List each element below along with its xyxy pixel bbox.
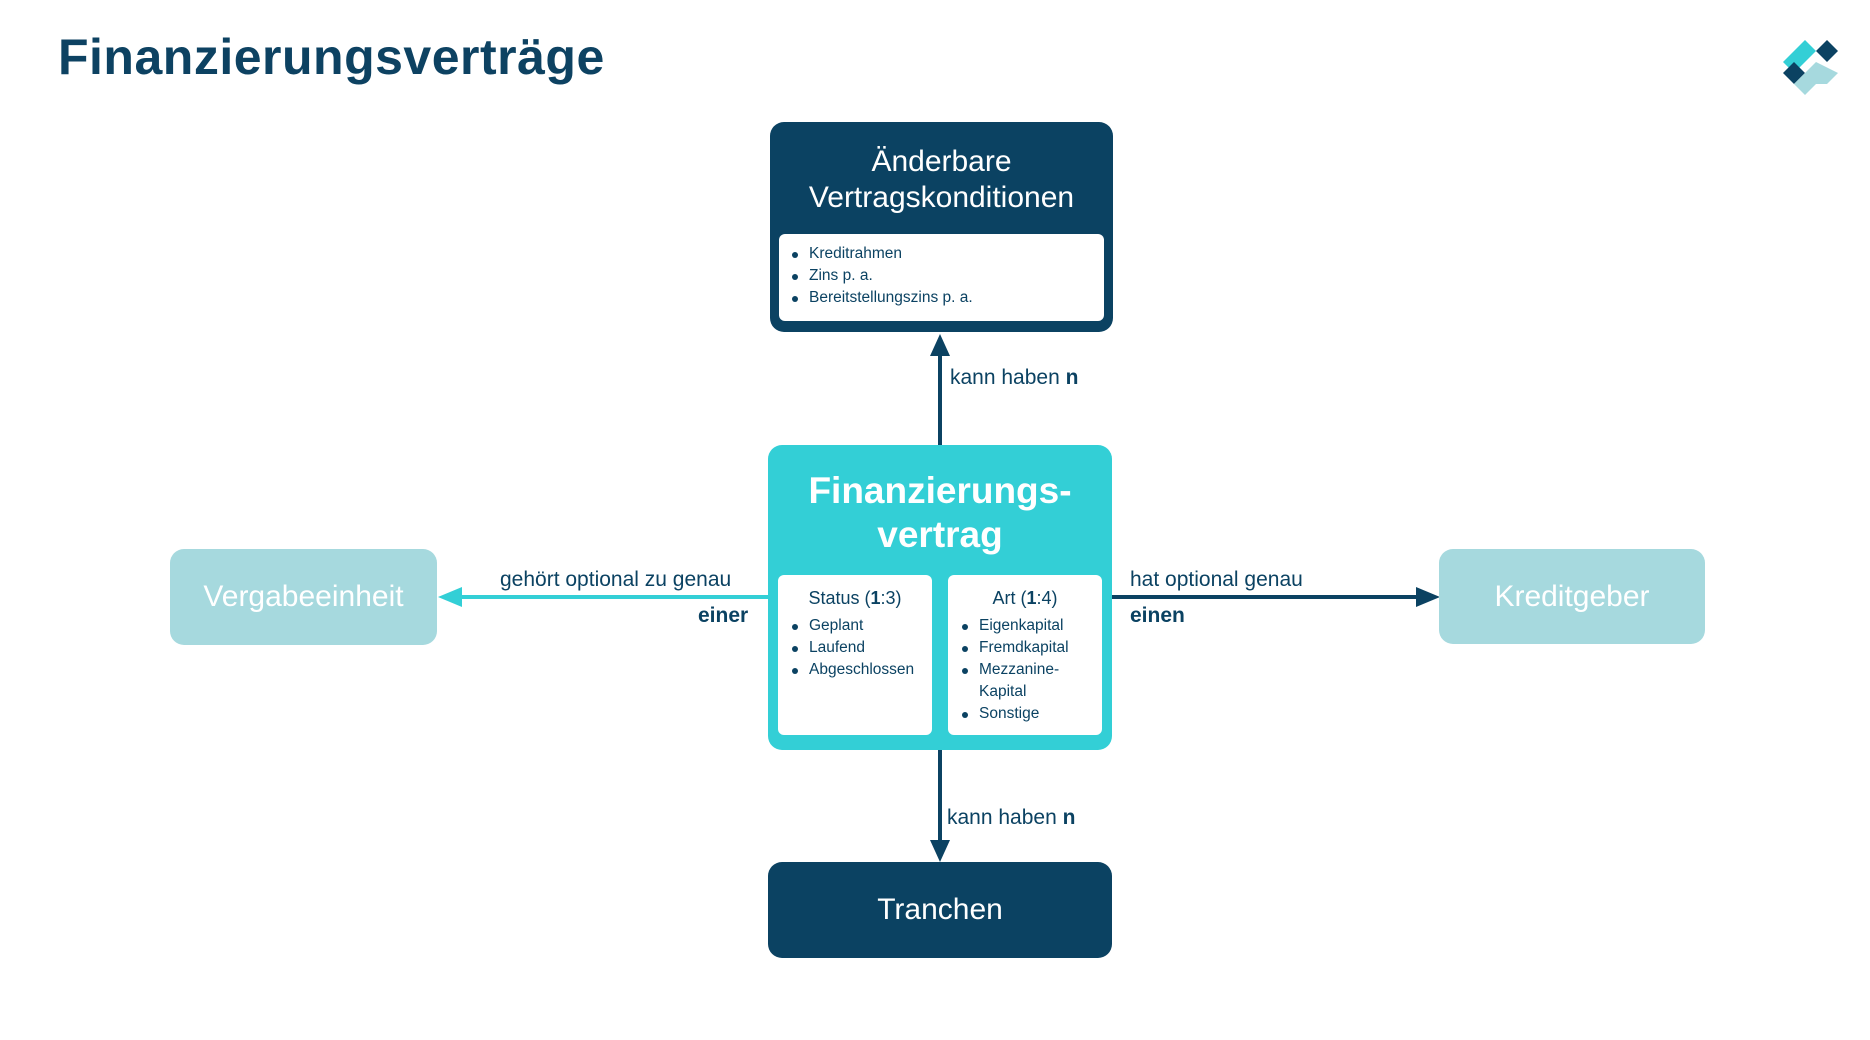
status-card-title: Status (1:3) [808,588,902,608]
edge-left-label: gehört optional zu genau [500,568,732,591]
edge-right-label-bold: einen [1130,604,1185,627]
page-title: Finanzierungsverträge [58,29,605,85]
conditions-list-card: Kreditrahmen Zins p. a. Bereitstellungsz… [779,234,1104,321]
edge-down-arrowhead [930,840,950,862]
company-logo-icon [1783,40,1838,95]
list-item: Bereitstellungszins p. a. [788,287,1104,309]
node-title: Änderbare Vertragskonditionen [808,145,1075,214]
node-finanzierungsvertrag: Finanzierungs- vertrag Status (1:3) Gepl… [768,445,1112,750]
node-title-line2: vertrag [877,514,1003,555]
node-title: Vergabeeinheit [203,580,404,613]
node-title-line1: Finanzierungs- [808,470,1072,511]
node-tranchen: Tranchen [768,862,1112,958]
status-card: Status (1:3) Geplant Laufend Abgeschloss… [778,575,932,735]
edge-left-label-bold: einer [698,604,749,627]
edge-right-arrowhead [1416,587,1440,607]
art-card-title: Art (1:4) [992,588,1058,608]
status-list: Geplant Laufend Abgeschlossen [788,615,932,681]
edge-up-arrowhead [930,334,950,356]
list-item: Sonstige [958,703,1063,725]
edge-left-arrowhead [438,587,462,607]
node-kreditgeber: Kreditgeber [1439,549,1705,644]
list-item: Abgeschlossen [788,659,932,681]
edge-right-label: hat optional genau [1130,568,1303,591]
list-item: Kreditrahmen [788,243,1104,265]
list-item: Zins p. a. [788,265,1104,287]
node-vergabeeinheit: Vergabeeinheit [170,549,437,645]
node-title: Tranchen [877,893,1003,926]
list-item: Geplant [788,615,932,637]
node-title: Finanzierungs- vertrag [768,469,1112,557]
edge-up-label: kann haben n [950,366,1079,389]
list-item: Laufend [788,637,932,659]
conditions-list: Kreditrahmen Zins p. a. Bereitstellungsz… [788,243,1104,309]
list-item: Eigenkapital [958,615,1063,637]
art-list: Eigenkapital Fremdkapital Mezzanine-Kapi… [958,615,1069,725]
art-card: Art (1:4) Eigenkapital Fremdkapital Mezz… [948,575,1102,735]
list-item: Fremdkapital [958,637,1069,659]
node-title: Kreditgeber [1494,579,1650,613]
list-item: Mezzanine-Kapital [958,659,1063,703]
edge-down-label: kann haben n [947,806,1076,829]
node-aenderbare-vertragskonditionen: Änderbare Vertragskonditionen Kreditrahm… [770,122,1113,332]
